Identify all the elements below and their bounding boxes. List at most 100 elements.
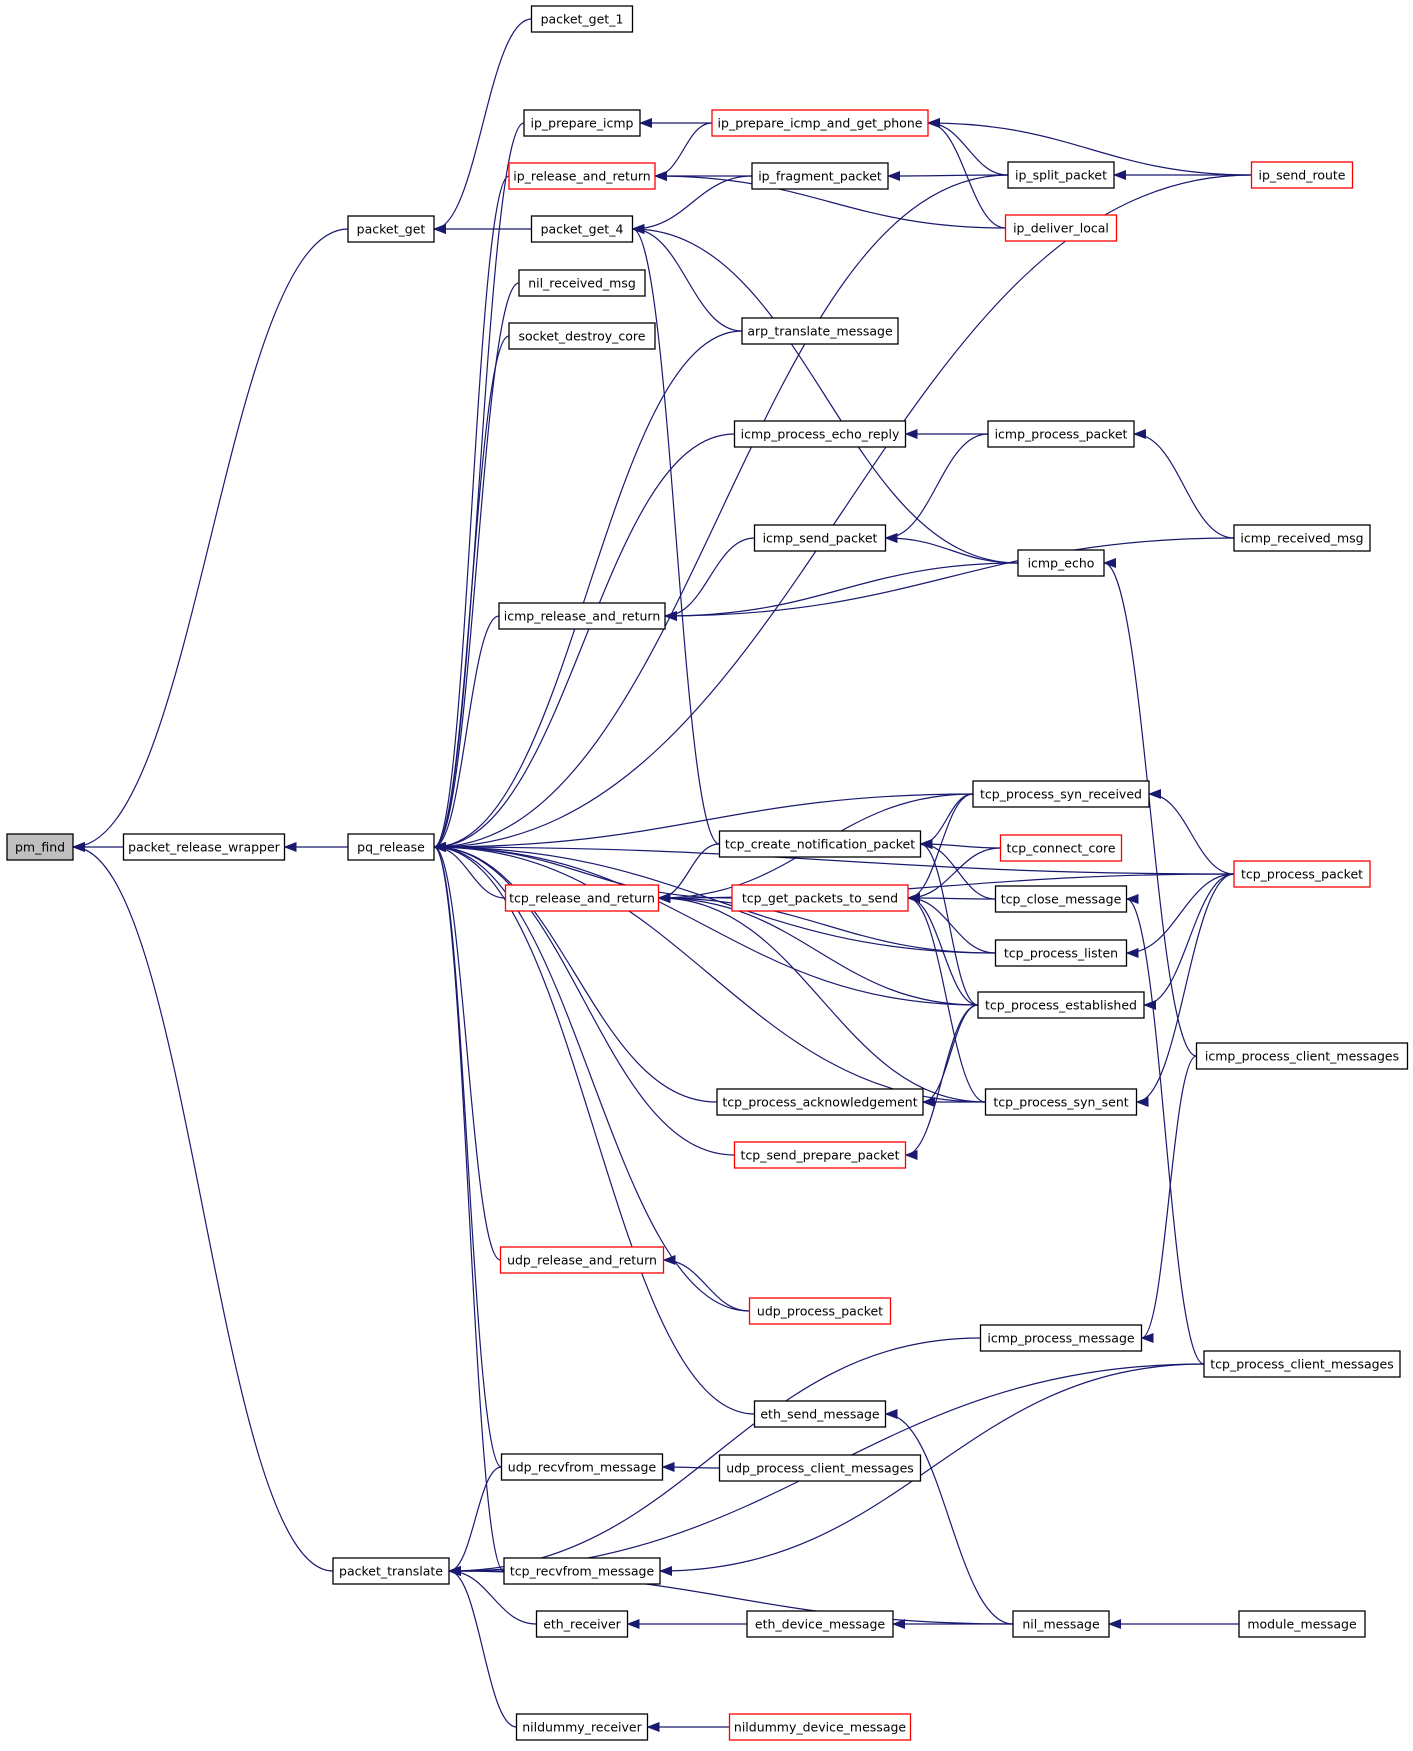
node-box-tcp_send_prepare_packet[interactable] — [733, 1141, 907, 1169]
node-icmp_process_message[interactable]: icmp_process_message — [979, 1324, 1143, 1352]
node-ip_deliver_local[interactable]: ip_deliver_local — [1004, 214, 1118, 242]
node-packet_get[interactable]: packet_get — [347, 215, 435, 243]
node-ip_prepare_icmp_and_get_phone[interactable]: ip_prepare_icmp_and_get_phone — [711, 109, 929, 137]
node-box-ip_prepare_icmp_and_get_phone[interactable] — [711, 109, 929, 137]
node-tcp_close_message[interactable]: tcp_close_message — [994, 885, 1128, 913]
node-box-udp_recvfrom_message[interactable] — [500, 1453, 664, 1481]
node-box-tcp_process_listen[interactable] — [994, 939, 1128, 967]
node-module_message[interactable]: module_message — [1238, 1610, 1366, 1638]
node-box-eth_send_message[interactable] — [753, 1400, 887, 1428]
node-box-tcp_process_syn_received[interactable] — [972, 780, 1150, 808]
node-box-packet_translate[interactable] — [332, 1557, 450, 1585]
node-nil_received_msg[interactable]: nil_received_msg — [518, 269, 646, 297]
node-tcp_process_listen[interactable]: tcp_process_listen — [994, 939, 1128, 967]
node-box-ip_fragment_packet[interactable] — [751, 162, 889, 190]
node-box-tcp_process_packet[interactable] — [1233, 860, 1371, 888]
node-box-ip_send_route[interactable] — [1250, 161, 1354, 189]
node-box-icmp_echo[interactable] — [1017, 549, 1105, 577]
node-packet_get_4[interactable]: packet_get_4 — [530, 215, 634, 243]
node-nildummy_device_message[interactable]: nildummy_device_message — [728, 1713, 912, 1741]
node-box-arp_translate_message[interactable] — [741, 317, 899, 345]
node-tcp_get_packets_to_send[interactable]: tcp_get_packets_to_send — [731, 884, 909, 912]
node-icmp_echo[interactable]: icmp_echo — [1017, 549, 1105, 577]
node-box-udp_process_client_messages[interactable] — [718, 1454, 922, 1482]
node-box-nildummy_receiver[interactable] — [515, 1713, 649, 1741]
node-box-ip_prepare_icmp[interactable] — [523, 109, 641, 137]
node-box-packet_get_1[interactable] — [530, 5, 634, 33]
node-nil_message[interactable]: nil_message — [1012, 1610, 1110, 1638]
node-box-icmp_process_message[interactable] — [979, 1324, 1143, 1352]
node-box-tcp_process_client_messages[interactable] — [1203, 1350, 1401, 1378]
node-socket_destroy_core[interactable]: socket_destroy_core — [508, 322, 656, 350]
node-tcp_process_syn_received[interactable]: tcp_process_syn_received — [972, 780, 1150, 808]
node-box-udp_process_packet[interactable] — [748, 1297, 892, 1325]
node-box-ip_release_and_return[interactable] — [508, 162, 656, 190]
node-icmp_process_echo_reply[interactable]: icmp_process_echo_reply — [733, 420, 907, 448]
node-box-icmp_send_packet[interactable] — [753, 524, 887, 552]
node-box-socket_destroy_core[interactable] — [508, 322, 656, 350]
node-box-packet_release_wrapper[interactable] — [122, 833, 286, 861]
node-tcp_recvfrom_message[interactable]: tcp_recvfrom_message — [503, 1557, 661, 1585]
node-box-tcp_create_notification_packet[interactable] — [718, 830, 922, 858]
node-icmp_send_packet[interactable]: icmp_send_packet — [753, 524, 887, 552]
node-box-tcp_connect_core[interactable] — [999, 834, 1123, 862]
node-udp_process_packet[interactable]: udp_process_packet — [748, 1297, 892, 1325]
node-box-icmp_process_echo_reply[interactable] — [733, 420, 907, 448]
node-box-module_message[interactable] — [1238, 1610, 1366, 1638]
node-box-packet_get[interactable] — [347, 215, 435, 243]
node-ip_split_packet[interactable]: ip_split_packet — [1007, 161, 1115, 189]
node-ip_prepare_icmp[interactable]: ip_prepare_icmp — [523, 109, 641, 137]
node-box-packet_get_4[interactable] — [530, 215, 634, 243]
node-eth_send_message[interactable]: eth_send_message — [753, 1400, 887, 1428]
node-box-icmp_received_msg[interactable] — [1233, 524, 1371, 552]
node-box-tcp_recvfrom_message[interactable] — [503, 1557, 661, 1585]
node-udp_process_client_messages[interactable]: udp_process_client_messages — [718, 1454, 922, 1482]
node-icmp_process_client_messages[interactable]: icmp_process_client_messages — [1195, 1042, 1409, 1070]
node-nildummy_receiver[interactable]: nildummy_receiver — [515, 1713, 649, 1741]
node-icmp_received_msg[interactable]: icmp_received_msg — [1233, 524, 1371, 552]
node-box-tcp_process_established[interactable] — [977, 991, 1145, 1019]
node-tcp_connect_core[interactable]: tcp_connect_core — [999, 834, 1123, 862]
node-tcp_process_acknowledgement[interactable]: tcp_process_acknowledgement — [716, 1088, 924, 1116]
node-packet_translate[interactable]: packet_translate — [332, 1557, 450, 1585]
node-ip_release_and_return[interactable]: ip_release_and_return — [508, 162, 656, 190]
node-box-tcp_release_and_return[interactable] — [504, 884, 660, 912]
node-box-ip_split_packet[interactable] — [1007, 161, 1115, 189]
node-tcp_create_notification_packet[interactable]: tcp_create_notification_packet — [718, 830, 922, 858]
node-tcp_send_prepare_packet[interactable]: tcp_send_prepare_packet — [733, 1141, 907, 1169]
node-box-nil_received_msg[interactable] — [518, 269, 646, 297]
node-packet_release_wrapper[interactable]: packet_release_wrapper — [122, 833, 286, 861]
node-udp_recvfrom_message[interactable]: udp_recvfrom_message — [500, 1453, 664, 1481]
node-pq_release[interactable]: pq_release — [347, 833, 435, 861]
node-box-udp_release_and_return[interactable] — [499, 1246, 665, 1274]
node-icmp_process_packet[interactable]: icmp_process_packet — [987, 420, 1135, 448]
node-tcp_release_and_return[interactable]: tcp_release_and_return — [504, 884, 660, 912]
node-udp_release_and_return[interactable]: udp_release_and_return — [499, 1246, 665, 1274]
node-box-icmp_process_client_messages[interactable] — [1195, 1042, 1409, 1070]
node-tcp_process_syn_sent[interactable]: tcp_process_syn_sent — [984, 1088, 1138, 1116]
node-ip_fragment_packet[interactable]: ip_fragment_packet — [751, 162, 889, 190]
node-box-tcp_close_message[interactable] — [994, 885, 1128, 913]
node-box-tcp_get_packets_to_send[interactable] — [731, 884, 909, 912]
node-box-icmp_process_packet[interactable] — [987, 420, 1135, 448]
node-box-nildummy_device_message[interactable] — [728, 1713, 912, 1741]
node-tcp_process_client_messages[interactable]: tcp_process_client_messages — [1203, 1350, 1401, 1378]
node-eth_receiver[interactable]: eth_receiver — [535, 1610, 629, 1638]
node-ip_send_route[interactable]: ip_send_route — [1250, 161, 1354, 189]
node-box-pm_find[interactable] — [6, 833, 74, 861]
node-box-nil_message[interactable] — [1012, 1610, 1110, 1638]
node-tcp_process_established[interactable]: tcp_process_established — [977, 991, 1145, 1019]
node-box-tcp_process_acknowledgement[interactable] — [716, 1088, 924, 1116]
node-arp_translate_message[interactable]: arp_translate_message — [741, 317, 899, 345]
node-box-icmp_release_and_return[interactable] — [498, 602, 666, 630]
node-tcp_process_packet[interactable]: tcp_process_packet — [1233, 860, 1371, 888]
node-eth_device_message[interactable]: eth_device_message — [746, 1610, 894, 1638]
node-box-ip_deliver_local[interactable] — [1004, 214, 1118, 242]
node-box-tcp_process_syn_sent[interactable] — [984, 1088, 1138, 1116]
node-pm_find[interactable]: pm_find — [6, 833, 74, 861]
node-box-eth_receiver[interactable] — [535, 1610, 629, 1638]
node-packet_get_1[interactable]: packet_get_1 — [530, 5, 634, 33]
node-icmp_release_and_return[interactable]: icmp_release_and_return — [498, 602, 666, 630]
node-box-eth_device_message[interactable] — [746, 1610, 894, 1638]
node-box-pq_release[interactable] — [347, 833, 435, 861]
